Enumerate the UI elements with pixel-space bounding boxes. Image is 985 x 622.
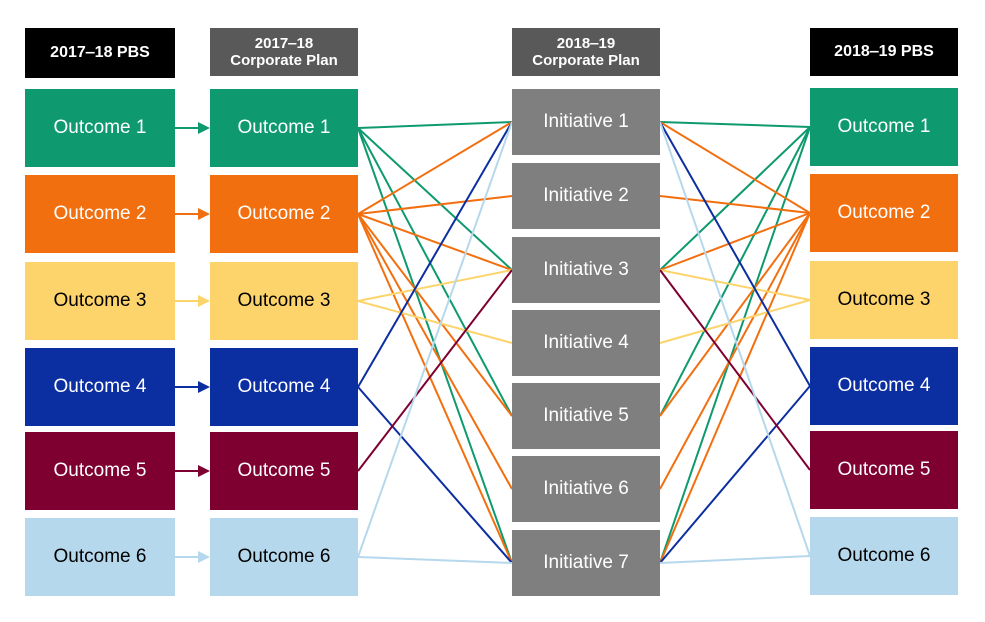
pbs-2017-18-outcome-1: Outcome 1 [25,89,175,167]
plan-2017-18-outcome-2: Outcome 2 [210,175,358,253]
header-2017-18-pbs: 2017‒18 PBS [25,28,175,78]
link-initiative-7-pbs-outcome-1 [659,126,811,564]
link-plan-outcome-3-initiative-3 [357,269,513,302]
link-plan-outcome-6-initiative-7 [357,556,513,564]
link-plan-outcome-2-initiative-2 [357,195,513,215]
link-initiative-1-pbs-outcome-6 [659,121,811,557]
link-initiative-1-pbs-outcome-2 [659,121,811,214]
header-2017-18-corporate-plan-line1: 2017‒18 [254,34,314,52]
plan-2017-18-outcome-5: Outcome 5 [210,432,358,510]
initiative-3: Initiative 3 [512,237,660,303]
link-initiative-1-pbs-outcome-1 [659,121,811,128]
link-initiative-7-pbs-outcome-6 [659,555,811,564]
header-2017-18-corporate-plan-line2: Corporate Plan [230,52,338,69]
link-plan-outcome-4-initiative-1 [357,121,513,388]
pbs-2017-18-outcome-6: Outcome 6 [25,518,175,596]
link-initiative-3-pbs-outcome-3 [659,269,811,301]
plan-2017-18-outcome-1: Outcome 1 [210,89,358,167]
link-initiative-3-pbs-outcome-2 [659,212,811,271]
link-initiative-1-pbs-outcome-4 [659,121,811,387]
link-plan-outcome-2-initiative-7 [357,213,513,564]
initiative-6: Initiative 6 [512,456,660,522]
link-plan-outcome-3-initiative-4 [357,300,513,344]
plan-2017-18-outcome-6: Outcome 6 [210,518,358,596]
pbs-2018-19-outcome-1: Outcome 1 [810,88,958,166]
link-plan-outcome-2-initiative-3 [357,213,513,271]
link-plan-outcome-1-initiative-3 [357,127,513,271]
link-initiative-7-pbs-outcome-4 [659,385,811,564]
initiative-5: Initiative 5 [512,383,660,449]
pbs-2018-19-outcome-3: Outcome 3 [810,261,958,339]
link-initiative-6-pbs-outcome-2 [659,212,811,490]
header-2017-18-corporate-plan: 2017‒18 Corporate Plan [210,28,358,76]
header-2018-19-corporate-plan: 2018‒19 Corporate Plan [512,28,660,76]
link-plan-outcome-2-initiative-1 [357,121,513,215]
link-plan-outcome-1-initiative-1 [357,121,513,129]
link-plan-outcome-1-initiative-7 [357,127,513,564]
header-2018-19-corporate-plan-line2: Corporate Plan [532,52,640,69]
link-initiative-5-pbs-outcome-1 [659,126,811,417]
pbs-2018-19-outcome-4: Outcome 4 [810,347,958,425]
initiative-7: Initiative 7 [512,530,660,596]
plan-2017-18-outcome-4: Outcome 4 [210,348,358,426]
pbs-2017-18-outcome-5: Outcome 5 [25,432,175,510]
link-initiative-3-pbs-outcome-5 [659,269,811,471]
header-2018-19-corporate-plan-line1: 2018‒19 [556,34,616,52]
plan-2017-18-outcome-3: Outcome 3 [210,262,358,340]
pbs-2018-19-outcome-2: Outcome 2 [810,174,958,252]
link-plan-outcome-1-initiative-5 [357,127,513,417]
link-initiative-7-pbs-outcome-2 [659,212,811,564]
link-plan-outcome-2-initiative-6 [357,213,513,490]
link-initiative-2-pbs-outcome-2 [659,195,811,214]
initiative-2: Initiative 2 [512,163,660,229]
pbs-2017-18-outcome-4: Outcome 4 [25,348,175,426]
link-initiative-5-pbs-outcome-2 [659,212,811,417]
link-plan-outcome-5-initiative-3 [357,269,513,472]
link-plan-outcome-6-initiative-1 [357,121,513,558]
header-2018-19-pbs: 2018‒19 PBS [810,28,958,76]
initiative-1: Initiative 1 [512,89,660,155]
pbs-2018-19-outcome-6: Outcome 6 [810,517,958,595]
pbs-2017-18-outcome-2: Outcome 2 [25,175,175,253]
link-initiative-3-pbs-outcome-1 [659,126,811,271]
link-initiative-4-pbs-outcome-3 [659,299,811,344]
link-plan-outcome-4-initiative-7 [357,386,513,564]
initiative-4: Initiative 4 [512,310,660,376]
pbs-2017-18-outcome-3: Outcome 3 [25,262,175,340]
pbs-2018-19-outcome-5: Outcome 5 [810,431,958,509]
link-plan-outcome-2-initiative-5 [357,213,513,417]
